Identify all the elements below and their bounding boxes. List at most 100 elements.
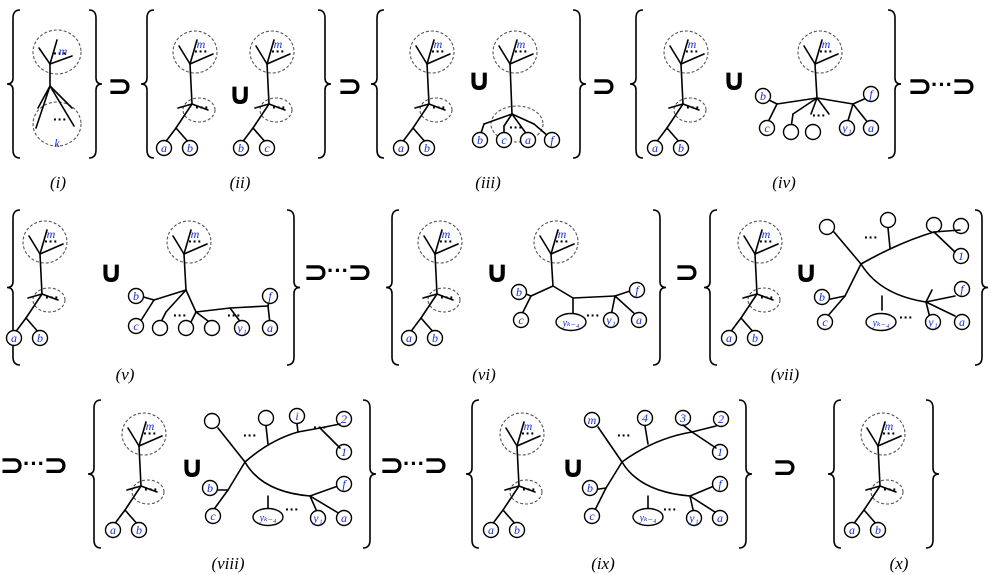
tree-edge bbox=[505, 427, 518, 447]
leaf-label-n1: 1 bbox=[717, 445, 723, 459]
vertex-label-m: m bbox=[191, 227, 200, 241]
leaf-vertex bbox=[335, 509, 353, 527]
vertex-label-m: m bbox=[524, 419, 533, 433]
superset-symbol: ⊃ bbox=[379, 449, 404, 482]
leaf-label-b: b bbox=[514, 523, 520, 537]
left-brace bbox=[827, 399, 842, 549]
leaf-vertex bbox=[510, 283, 528, 301]
tree-edge bbox=[816, 97, 854, 105]
chain-ellipsis: ··· bbox=[403, 451, 425, 476]
leaf-label-n2: 2 bbox=[718, 412, 724, 426]
leaf-vertex bbox=[201, 479, 219, 497]
ellipsis-dots: ··· bbox=[285, 501, 299, 517]
leaf-label-a: a bbox=[267, 321, 273, 335]
leaf-vertex bbox=[181, 139, 199, 157]
leaf-vertex bbox=[953, 313, 971, 331]
leaf-vertex bbox=[426, 329, 444, 347]
tree-edge bbox=[414, 103, 430, 109]
right-brace bbox=[652, 209, 667, 366]
tree-edge bbox=[25, 293, 43, 319]
tree-edge bbox=[879, 485, 897, 493]
ellipsis-dots: ··· bbox=[431, 43, 445, 59]
leaf-vertex bbox=[418, 139, 436, 157]
tree-edge bbox=[550, 253, 554, 287]
vertex-label-m: m bbox=[59, 44, 68, 58]
leaf-label-b: b bbox=[37, 331, 43, 345]
dashed-subtree-ellipse bbox=[32, 101, 82, 147]
tree-edge bbox=[229, 305, 269, 309]
union-symbol: ∪ bbox=[722, 64, 746, 97]
leaf-vertex bbox=[816, 313, 834, 331]
ellipsis-dots: ··· bbox=[53, 111, 67, 127]
leaf-vertex bbox=[482, 521, 500, 539]
leaf-vertex bbox=[804, 123, 822, 141]
tree-edge bbox=[666, 103, 684, 129]
tree-edge bbox=[189, 39, 198, 65]
tree-edge bbox=[742, 293, 758, 299]
tree-edge bbox=[266, 53, 291, 65]
leaf-label-a: a bbox=[525, 133, 531, 147]
leaf-label-b: b bbox=[207, 481, 213, 495]
leaf-vertex bbox=[581, 479, 599, 497]
left-brace bbox=[703, 209, 718, 366]
tree-edge bbox=[244, 431, 299, 463]
leaf-label-yk4: yₖ₋₄ bbox=[259, 513, 277, 524]
superset-symbol: ⊃ bbox=[107, 70, 132, 103]
leaf-label-a: a bbox=[11, 331, 17, 345]
leaf-vertex bbox=[257, 409, 275, 427]
dashed-subtree-ellipse bbox=[797, 30, 843, 74]
leaf-vertex bbox=[583, 411, 601, 429]
leaf-vertex bbox=[203, 412, 221, 430]
tree-edge bbox=[138, 435, 163, 447]
leaf-vertex bbox=[925, 216, 943, 234]
tree-edge bbox=[518, 485, 536, 493]
leaf-vertex bbox=[646, 139, 664, 157]
tree-edge bbox=[860, 263, 927, 303]
tree-edge bbox=[296, 423, 299, 433]
ellipsis-dots: ··· bbox=[586, 307, 600, 323]
leaf-vertex bbox=[862, 85, 880, 103]
leaf-vertex bbox=[232, 139, 250, 157]
dashed-subtree-ellipse bbox=[427, 287, 461, 313]
vertex-label-m: m bbox=[434, 37, 443, 51]
leaf-vertex bbox=[261, 287, 279, 305]
chain-ellipsis: ··· bbox=[931, 72, 953, 97]
vertex-label-m: m bbox=[146, 419, 155, 433]
leaf-vertex bbox=[258, 139, 276, 157]
tree-edge bbox=[49, 85, 73, 109]
tree-edge bbox=[498, 45, 511, 65]
vertex-label-m: m bbox=[885, 419, 894, 433]
tree-edge bbox=[792, 97, 818, 115]
panel-label-3: (iii) bbox=[475, 173, 501, 192]
leaf-label-c: c bbox=[133, 319, 139, 333]
ellipsis-dots: ··· bbox=[864, 229, 878, 245]
tree-edge bbox=[503, 113, 513, 127]
tree-edge bbox=[415, 45, 428, 65]
leaf-label-f: f bbox=[550, 133, 555, 147]
superset-symbol: ⊃ bbox=[772, 451, 797, 484]
left-brace bbox=[87, 399, 102, 549]
leaf-label-y1: y₁ bbox=[236, 321, 247, 335]
leaf-vertex bbox=[953, 280, 971, 298]
right-brace bbox=[974, 209, 989, 366]
ellipsis-dots: ··· bbox=[759, 233, 773, 249]
tree-edge bbox=[933, 231, 956, 253]
tree-edge bbox=[877, 435, 902, 447]
tree-edge bbox=[217, 427, 246, 463]
leaf-label-c: c bbox=[589, 509, 595, 523]
tree-edge bbox=[49, 55, 73, 65]
tree-edge bbox=[682, 103, 700, 111]
leaf-label-y1: y₁ bbox=[927, 315, 938, 329]
ellipsis-dots: ··· bbox=[188, 233, 202, 249]
ellipsis-dots: ··· bbox=[173, 307, 187, 323]
leaf-label-a: a bbox=[488, 523, 494, 537]
dashed-subtree-ellipse bbox=[673, 97, 707, 123]
tree-edge bbox=[887, 227, 891, 249]
dashed-subtree-ellipse bbox=[419, 97, 453, 123]
leaf-label-c: c bbox=[822, 315, 828, 329]
leaf-vertex bbox=[782, 123, 800, 141]
leaf-label-n1: 1 bbox=[341, 445, 347, 459]
union-symbol: ∪ bbox=[561, 451, 585, 484]
leaf-vertex bbox=[508, 521, 526, 539]
